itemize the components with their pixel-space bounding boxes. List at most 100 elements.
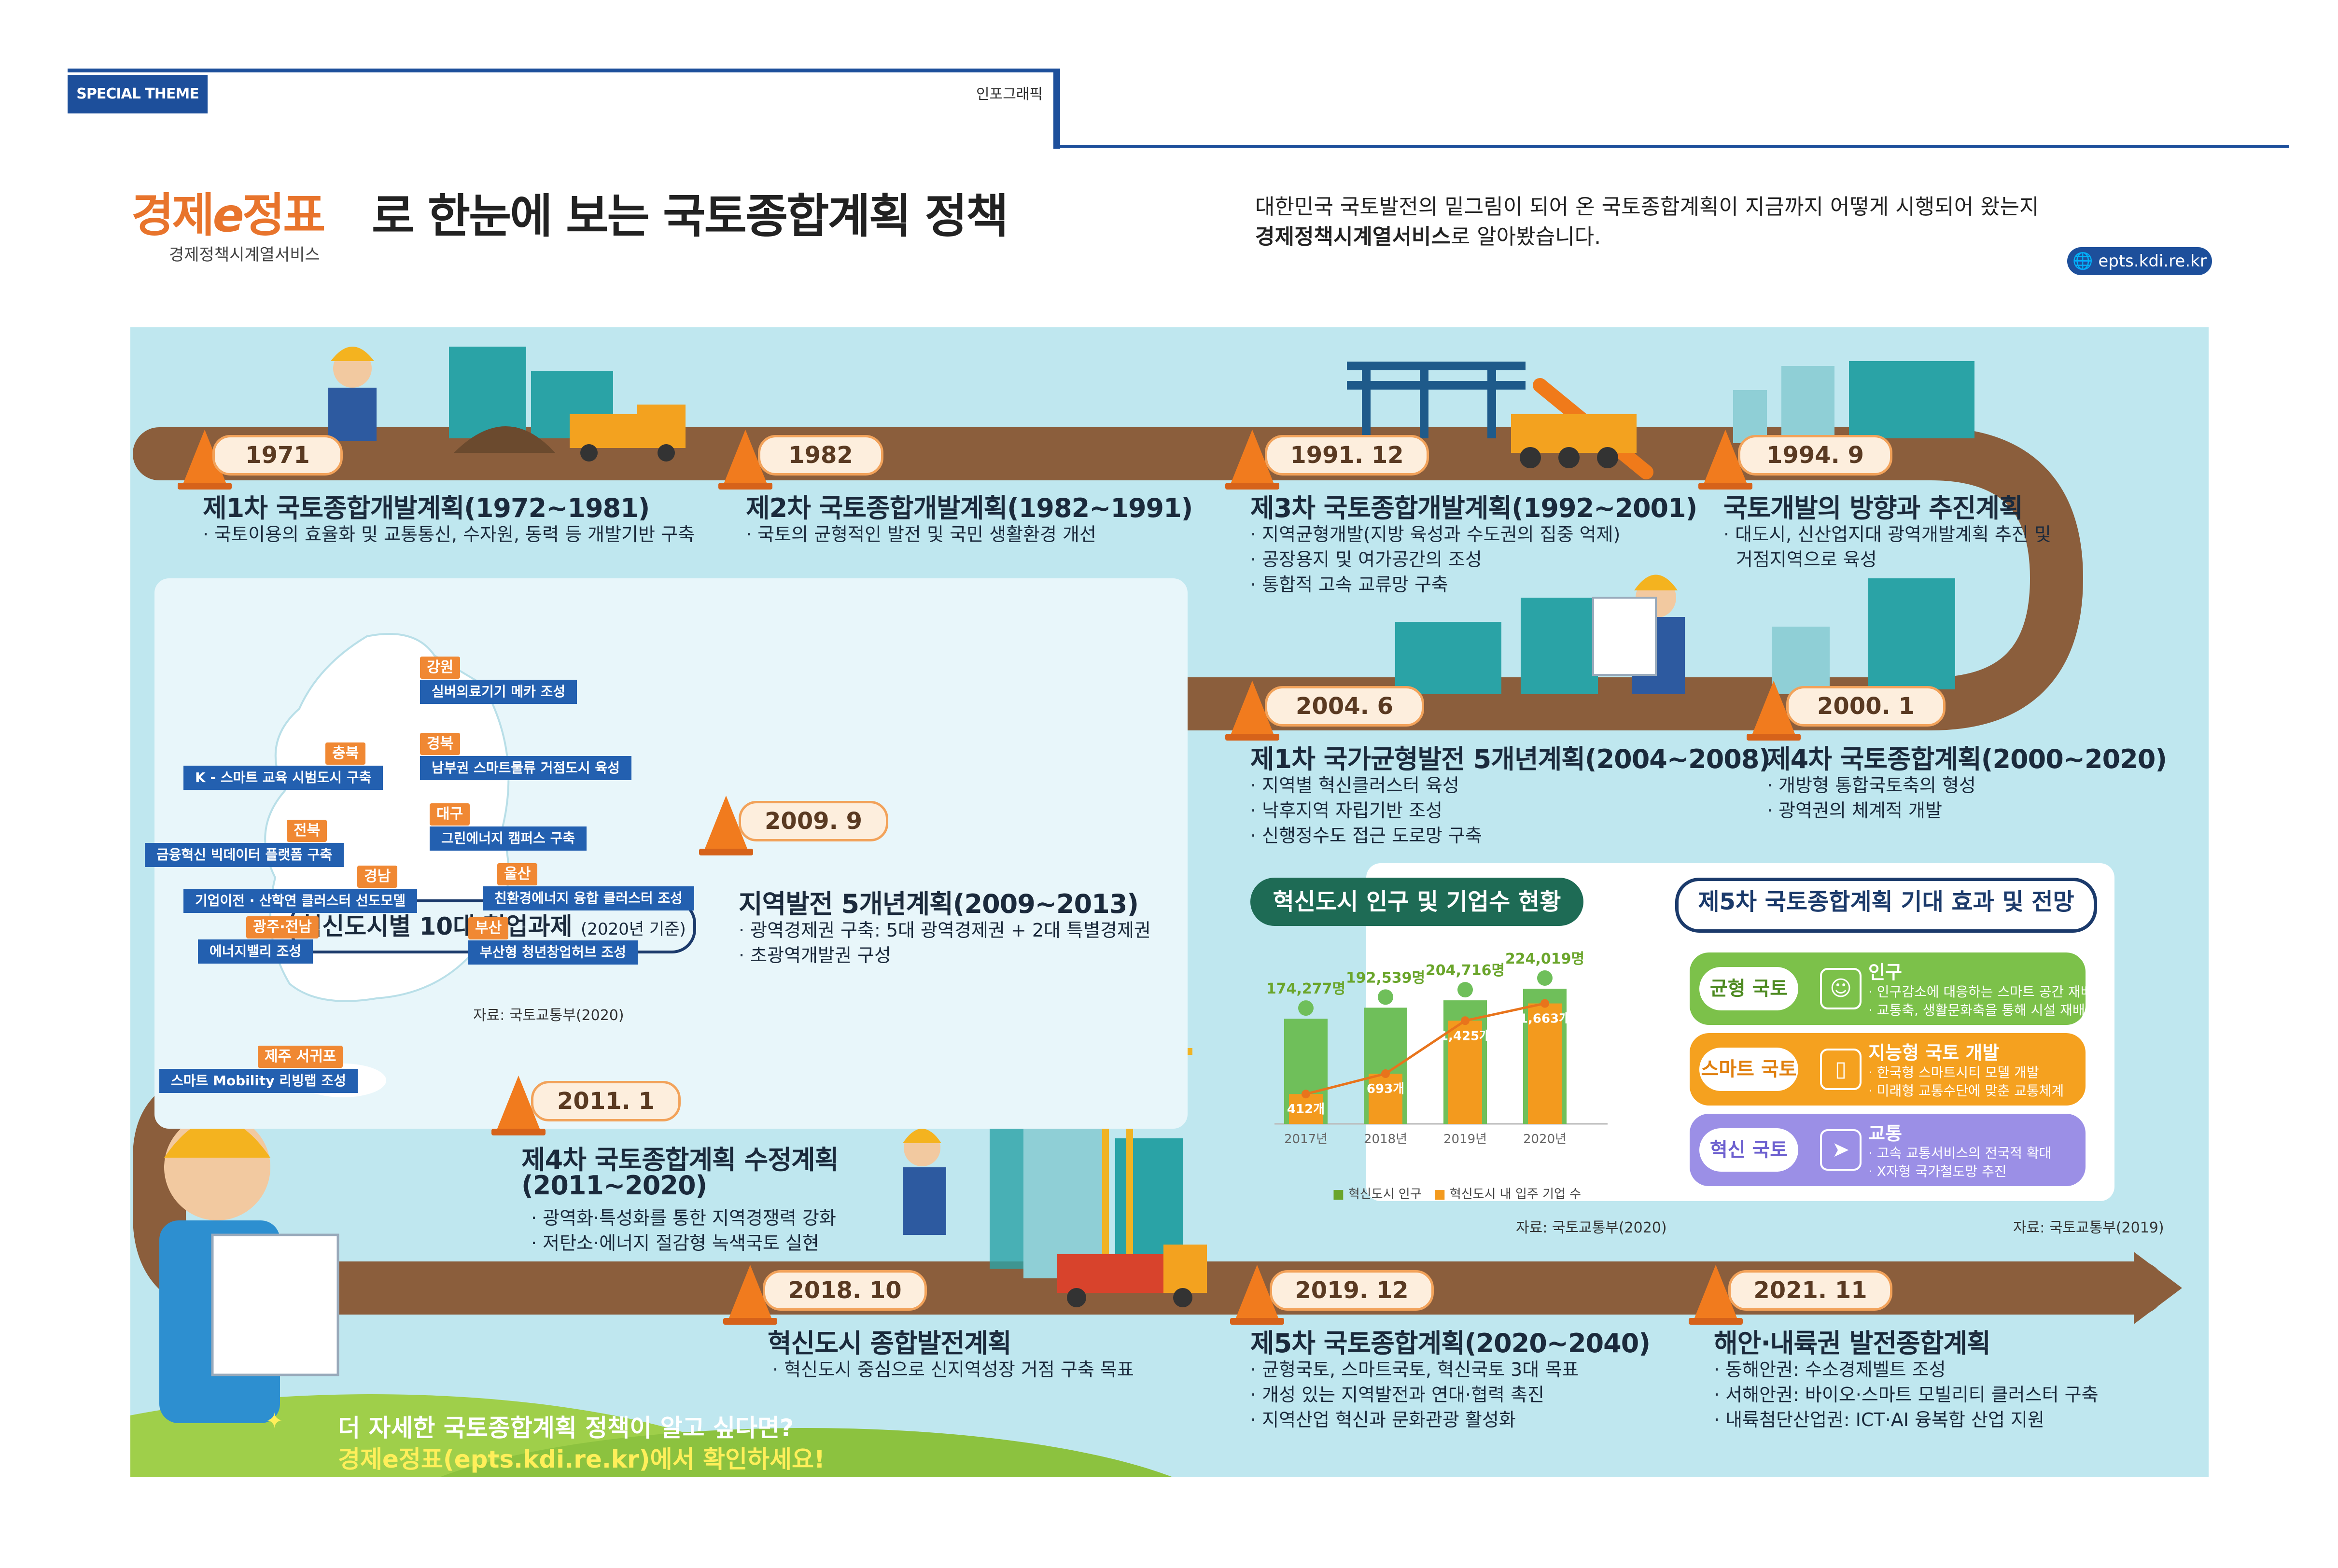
date-pill: 2009. 9 <box>739 801 888 841</box>
event-detail: · 서해안권: 바이오·스마트 모빌리티 클러스터 구축 <box>1714 1384 2099 1405</box>
region-tag: 울산 <box>497 863 538 885</box>
bottom-message-2[interactable]: 경제e정표(epts.kdi.re.kr)에서 확인하세요! <box>338 1445 825 1473</box>
event-detail: · 대도시, 신산업지대 광역개발계획 추진 및 <box>1723 524 2051 545</box>
population-bar-cap <box>1457 982 1473 998</box>
expectation-row-smart: 스마트 국토 ▯ 지능형 국토 개발 · 한국형 스마트시티 모델 개발 · 미… <box>1690 1033 2086 1106</box>
expectation-detail: · 한국형 스마트시티 모델 개발 <box>1868 1064 2039 1080</box>
expectations-source: 자료: 국토교통부(2019) <box>2013 1219 2164 1236</box>
population-card-title: 혁신도시 인구 및 기업수 현황 <box>1250 878 1583 926</box>
event-detail: · 광역화·특성화를 통한 지역경쟁력 강화 <box>531 1207 836 1229</box>
header-rule <box>68 69 1057 72</box>
event-detail: · 개방형 통합국토축의 형성 <box>1767 775 1976 796</box>
company-bar <box>1448 1021 1482 1124</box>
event-title: 제2차 국토종합개발계획(1982~1991) <box>746 493 1193 523</box>
company-trend-point <box>1461 1016 1470 1025</box>
task-ribbon: 에너지밸리 조성 <box>198 939 313 964</box>
company-trend-point <box>1381 1069 1390 1078</box>
task-ribbon: 기업이전 · 산학연 클러스터 선도모델 <box>183 889 418 913</box>
chart-source: 자료: 국토교통부(2020) <box>1516 1219 1667 1236</box>
population-label: 192,539명 <box>1346 969 1425 986</box>
header-rule-bottom <box>1053 145 2289 148</box>
intro-line-2: 경제정책시계열서비스로 알아봤습니다. <box>1255 224 1601 249</box>
event-detail: · 신행정수도 접근 도로망 구축 <box>1250 825 1482 846</box>
expectation-heading: 지능형 국토 개발 <box>1868 1042 2000 1064</box>
expectation-row-innovation: 혁신 국토 ➤ 교통 · 고속 교통서비스의 전국적 확대 · X자형 국가철도… <box>1690 1114 2086 1186</box>
company-trend-point <box>1540 999 1549 1008</box>
logo-subtitle: 경제정책시계열서비스 <box>169 245 320 265</box>
date-pill: 2019. 12 <box>1270 1270 1434 1311</box>
event-detail: · 동해안권: 수소경제벨트 조성 <box>1714 1359 1946 1380</box>
bottom-message-1: 더 자세한 국토종합계획 정책이 알고 싶다면? <box>338 1414 794 1442</box>
url-badge[interactable]: 🌐 epts.kdi.re.kr <box>2067 247 2212 275</box>
expectation-tag: 혁신 국토 <box>1699 1128 1798 1172</box>
population-chart: 174,277명412개2017년192,539명693개2018년204,71… <box>1266 951 1608 1147</box>
event-detail: · 국토의 균형적인 발전 및 국민 생활환경 개선 <box>746 524 1096 545</box>
event-detail: · 국토이용의 효율화 및 교통통신, 수자원, 동력 등 개발기반 구축 <box>203 524 695 545</box>
category-label: 2020년 <box>1523 1132 1567 1147</box>
timeline-panel: 혁신도시별 10대 협업과제 (2020년 기준) 강원 실버의료기기 메카 조… <box>130 327 2209 1477</box>
event-detail: · 광역권의 체계적 개발 <box>1767 800 1942 821</box>
date-pill: 1982 <box>758 435 883 476</box>
event-title: 지역발전 5개년계획(2009~2013) <box>739 889 1139 919</box>
region-tag: 부산 <box>468 917 509 939</box>
population-bar-cap <box>1537 970 1553 986</box>
cone-icon <box>1225 681 1279 741</box>
expectation-heading: 인구 <box>1868 962 1902 983</box>
event-title-period: (2011~2020) <box>521 1170 707 1201</box>
event-detail: 거점지역으로 육성 <box>1736 549 1877 570</box>
event-detail: · 광역경제권 구축: 5대 광역경제권 + 2대 특별경제권 <box>739 920 1151 941</box>
task-ribbon: 남부권 스마트물류 거점도시 육성 <box>420 756 631 780</box>
globe-icon: 🌐 <box>2072 252 2099 271</box>
header-rule-vertical <box>1053 69 1060 149</box>
task-ribbon: 금융혁신 빅데이터 플랫폼 구축 <box>145 843 344 867</box>
date-pill: 2000. 1 <box>1786 686 1946 727</box>
company-trend-point <box>1302 1090 1310 1099</box>
logo: 경제e정표 <box>131 188 325 242</box>
task-ribbon: 부산형 청년창업허브 조성 <box>468 940 638 965</box>
region-tag: 강원 <box>420 657 461 679</box>
region-tag: 대구 <box>430 803 470 826</box>
category-label: 2017년 <box>1284 1132 1328 1147</box>
task-ribbon: 친환경에너지 융합 클러스터 조성 <box>483 886 694 910</box>
event-detail: · 지역산업 혁신과 문화관광 활성화 <box>1250 1409 1516 1430</box>
region-tag: 전북 <box>287 820 327 842</box>
company-label: 1,425개 <box>1440 1029 1491 1043</box>
region-tag: 경남 <box>357 866 398 888</box>
company-bar <box>1369 1074 1402 1124</box>
population-label: 174,277명 <box>1266 980 1345 997</box>
intro-line-1: 대한민국 국토발전의 밑그림이 되어 온 국토종합계획이 지금까지 어떻게 시행… <box>1255 195 2039 219</box>
legend-population: ■ 혁신도시 인구 <box>1332 1187 1422 1202</box>
date-pill: 2018. 10 <box>763 1270 927 1311</box>
event-detail: · 지역균형개발(지방 육성과 수도권의 집중 억제) <box>1250 524 1621 545</box>
task-ribbon: 실버의료기기 메카 조성 <box>420 680 577 704</box>
population-label: 224,019명 <box>1505 951 1584 967</box>
expectation-detail: · 교통축, 생활문화축을 통해 시설 재배치 <box>1868 1002 2098 1018</box>
event-title: 해안·내륙권 발전종합계획 <box>1714 1328 1991 1358</box>
event-detail: · 낙후지역 자립기반 조성 <box>1250 800 1442 821</box>
event-title: 제1차 국가균형발전 5개년계획(2004~2008) <box>1250 744 1771 774</box>
event-detail: · 균형국토, 스마트국토, 혁신국토 3대 목표 <box>1250 1359 1579 1380</box>
date-pill: 1994. 9 <box>1738 435 1892 476</box>
event-detail: · 저탄소·에너지 절감형 녹색국토 실현 <box>531 1232 819 1254</box>
company-label: 1,663개 <box>1519 1012 1570 1026</box>
population-label: 204,716명 <box>1426 962 1505 979</box>
region-tag: 충북 <box>325 742 366 765</box>
event-title: 제1차 국토종합개발계획(1972~1981) <box>203 493 650 523</box>
expectations-title: 제5차 국토종합계획 기대 효과 및 전망 <box>1675 878 2097 933</box>
expectation-tag: 균형 국토 <box>1699 967 1798 1010</box>
event-detail: · 초광역개발권 구성 <box>739 945 891 966</box>
expectation-detail: · X자형 국가철도망 추진 <box>1868 1163 2007 1179</box>
company-label: 693개 <box>1367 1082 1404 1096</box>
event-title: 제3차 국토종합개발계획(1992~2001) <box>1250 493 1697 523</box>
date-pill: 2011. 1 <box>531 1081 681 1121</box>
company-label: 412개 <box>1287 1102 1325 1117</box>
section-label: 인포그래픽 <box>976 86 1043 103</box>
population-bar-cap <box>1298 1000 1314 1016</box>
company-bar <box>1289 1094 1323 1124</box>
event-title: 혁신도시 종합발전계획 <box>768 1328 1012 1358</box>
task-ribbon: 스마트 Mobility 리빙랩 조성 <box>159 1069 358 1093</box>
category-label: 2019년 <box>1443 1132 1487 1147</box>
event-detail: · 내륙첨단산업권: ICT·AI 융복합 산업 지원 <box>1714 1409 2044 1430</box>
expectation-row-balanced: 균형 국토 ☺ 인구 · 인구감소에 대응하는 스마트 공간 재배치 · 교통축… <box>1690 952 2105 1025</box>
region-tag: 제주 서귀포 <box>258 1046 343 1068</box>
